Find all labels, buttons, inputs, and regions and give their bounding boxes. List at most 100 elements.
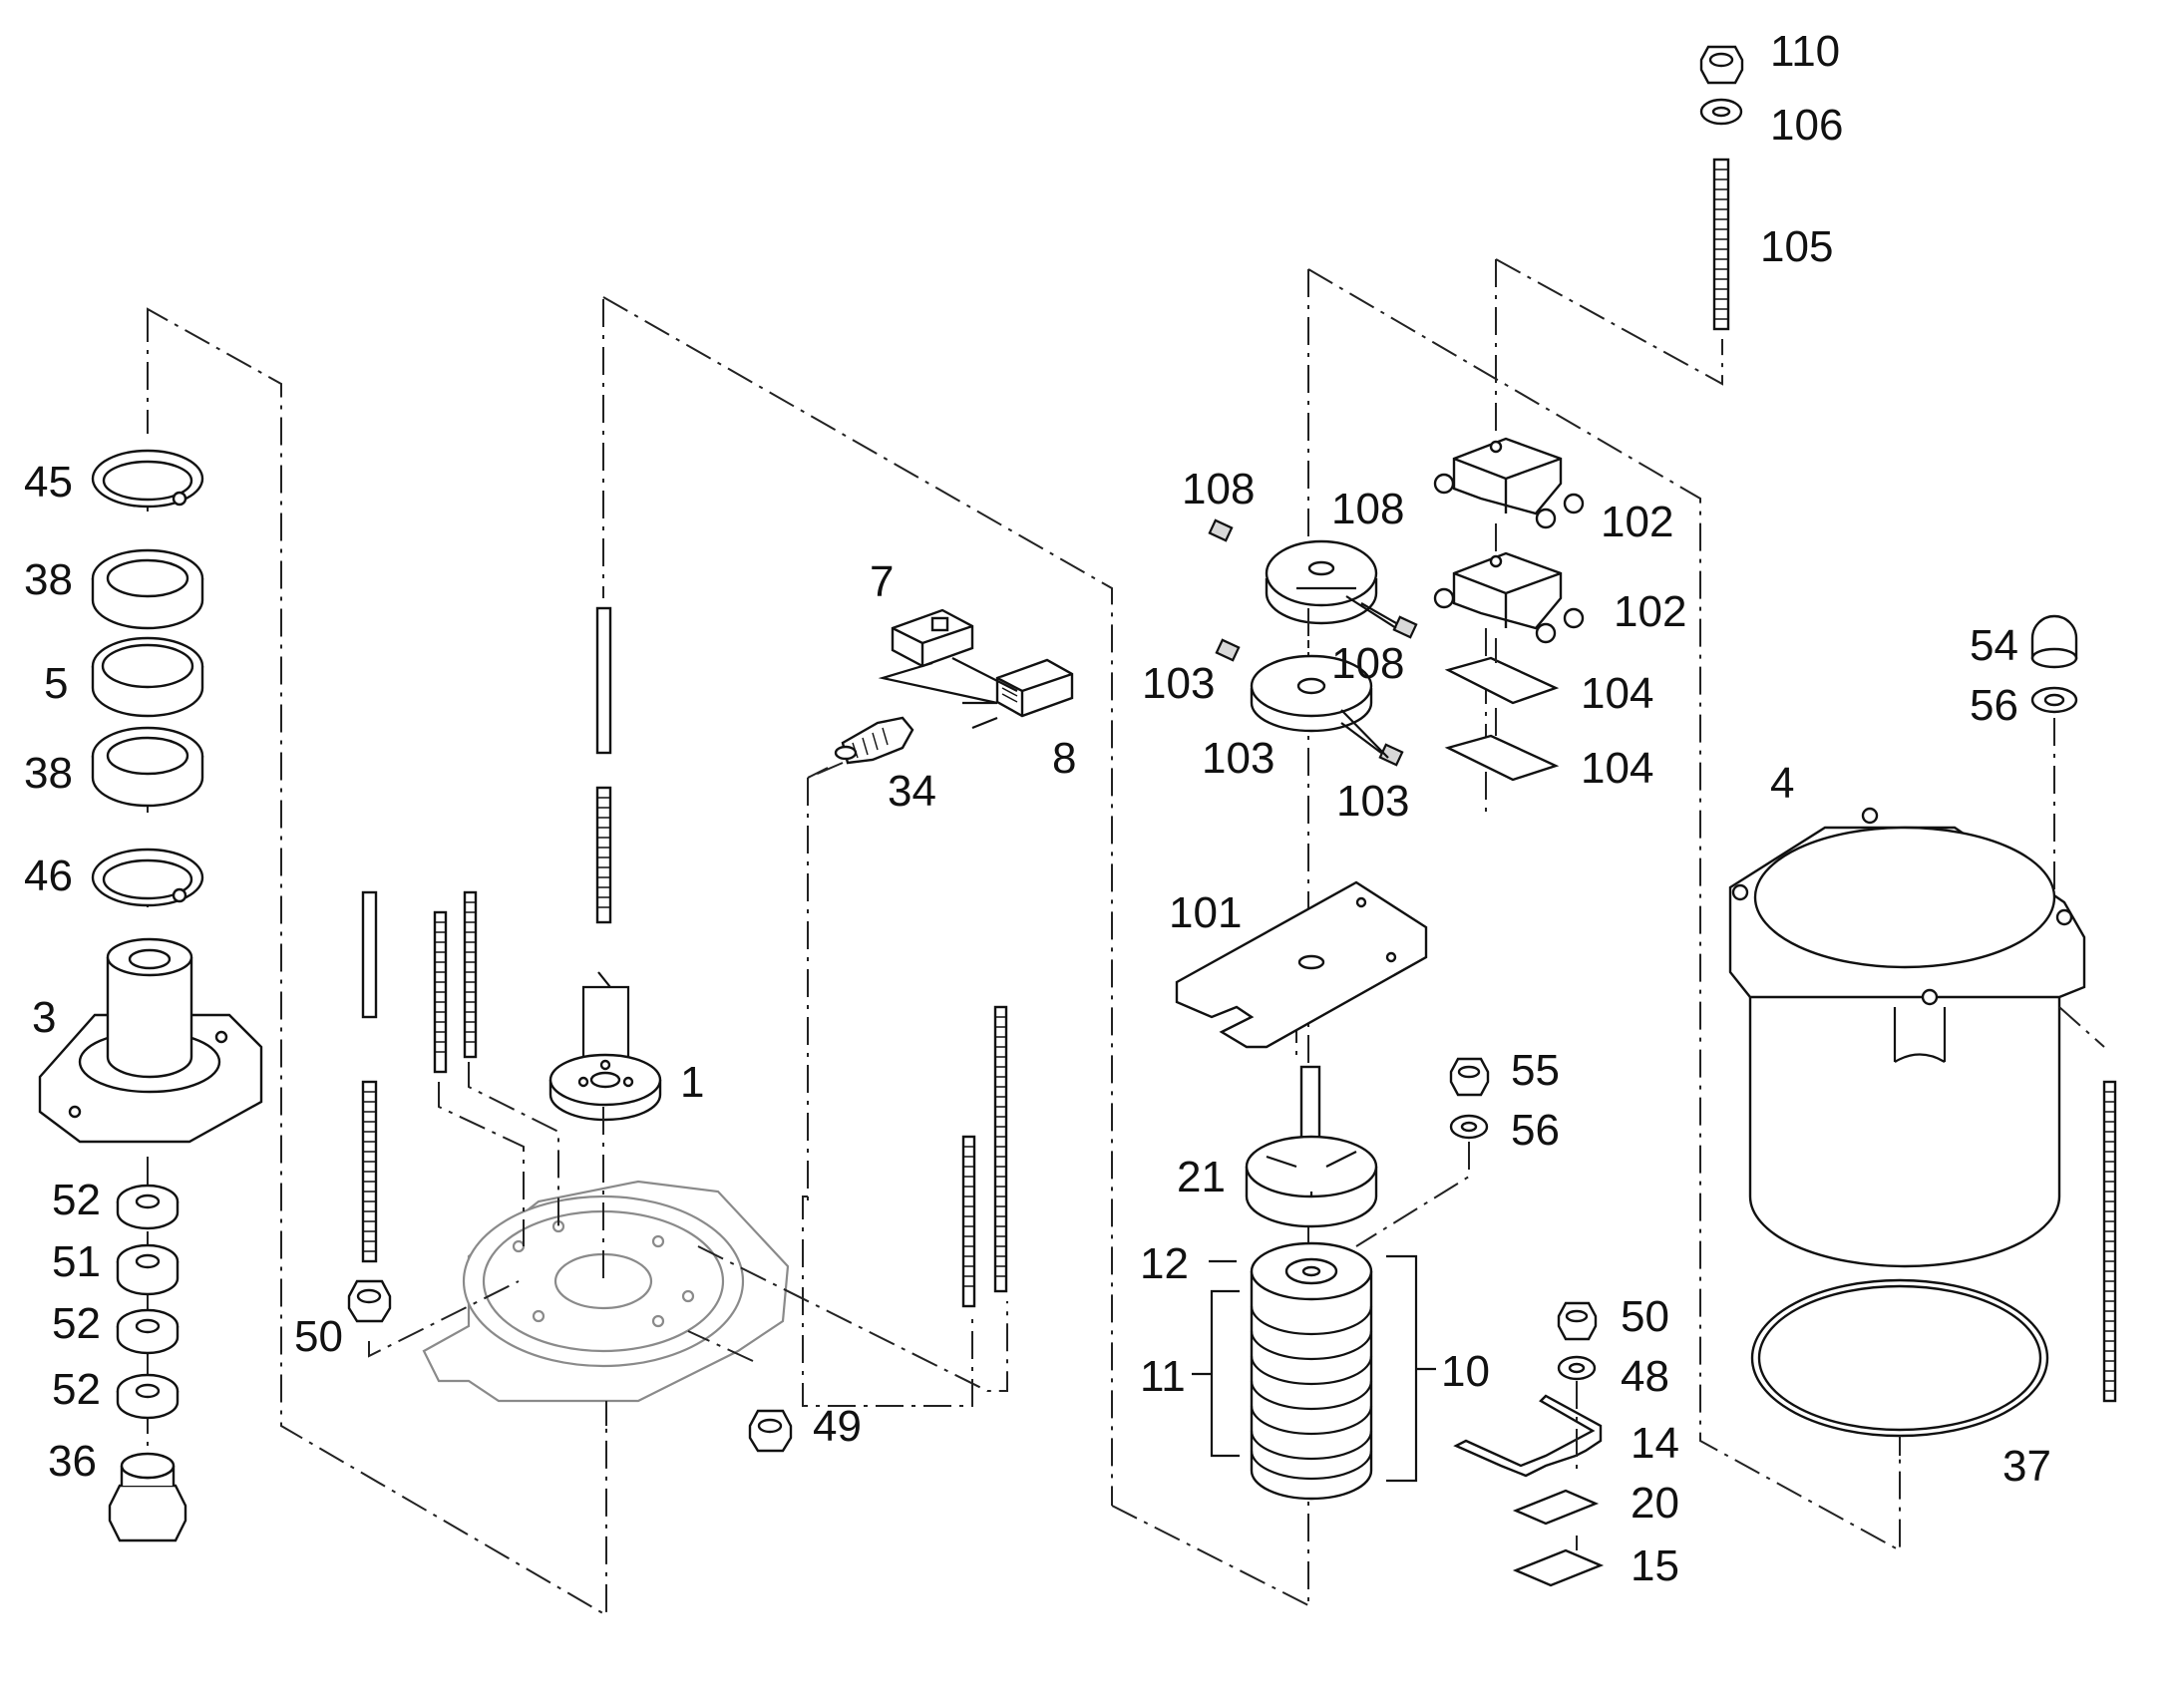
washer-52-b: [116, 1308, 180, 1355]
callout-labels: 45 38 5 38 46 3 52 51 52 52 36 50 1 49 7…: [24, 27, 2051, 1590]
disc-stack: [1250, 1241, 1373, 1501]
callout-3: 3: [32, 993, 56, 1042]
disc-108: [1265, 539, 1378, 625]
stack-brackets: [1192, 1254, 1436, 1483]
callout-1: 1: [680, 1058, 704, 1107]
assembly-frames: [147, 258, 1901, 1617]
washer-56-b: [2030, 686, 2078, 714]
washer-51: [116, 1243, 180, 1296]
pad-104-bottom: [1444, 734, 1560, 782]
callout-101: 101: [1169, 888, 1242, 937]
callout-108: 108: [1331, 639, 1404, 688]
callout-56: 56: [1511, 1106, 1560, 1155]
stud-105: [1712, 158, 1730, 331]
nut-50-left: [347, 1279, 392, 1323]
callout-52: 52: [52, 1365, 101, 1414]
callout-50: 50: [1621, 1292, 1669, 1341]
callout-11: 11: [1140, 1352, 1186, 1401]
center-rod-plain: [595, 606, 612, 755]
callout-15: 15: [1631, 1541, 1679, 1590]
callout-4: 4: [1770, 759, 1794, 808]
callout-8: 8: [1052, 734, 1076, 783]
acorn-nut-54: [2030, 614, 2078, 669]
callout-52: 52: [52, 1299, 101, 1348]
callout-104: 104: [1581, 744, 1653, 793]
callout-34: 34: [888, 767, 936, 816]
left-stack-parts: [38, 449, 263, 1542]
callout-56: 56: [1970, 681, 2018, 730]
callout-21: 21: [1177, 1153, 1226, 1201]
callout-48: 48: [1621, 1352, 1669, 1401]
spring-14: [1453, 1394, 1603, 1478]
nut-110: [1699, 45, 1744, 85]
rotor-21: [1245, 1065, 1378, 1228]
washer-106: [1699, 98, 1743, 126]
washer-52-c: [116, 1373, 180, 1420]
callout-102: 102: [1601, 498, 1673, 546]
callout-106: 106: [1770, 101, 1843, 150]
frame-left: [147, 307, 607, 1617]
callout-102: 102: [1614, 587, 1686, 636]
callout-52: 52: [52, 1176, 101, 1224]
stud-d: [993, 1005, 1008, 1293]
nut-50-right: [1557, 1301, 1598, 1341]
base-plate: [422, 1180, 790, 1403]
callout-51: 51: [52, 1237, 101, 1286]
callout-108: 108: [1182, 465, 1255, 513]
callout-46: 46: [24, 852, 73, 900]
callout-49: 49: [813, 1402, 862, 1451]
callout-50: 50: [294, 1312, 343, 1361]
callout-45: 45: [24, 458, 73, 507]
callout-55: 55: [1511, 1046, 1560, 1095]
frame-switch: [1495, 258, 1723, 439]
callout-10: 10: [1441, 1347, 1490, 1396]
callout-7: 7: [870, 557, 894, 606]
nut-55: [1449, 1057, 1490, 1097]
callout-54: 54: [1970, 621, 2018, 670]
callout-103: 103: [1336, 777, 1409, 826]
callout-103: 103: [1142, 659, 1215, 708]
connector-8: [995, 658, 1074, 718]
frame-mid-right: [602, 296, 1113, 1506]
washer-56-a: [1449, 1114, 1489, 1140]
gasket-37: [1750, 1278, 2049, 1438]
set-screws: [1208, 518, 1418, 767]
callout-36: 36: [48, 1437, 97, 1486]
stud-plain-upper: [361, 890, 378, 1019]
switch-102-top: [1433, 437, 1585, 529]
pad-104-top: [1444, 656, 1560, 705]
callout-103: 103: [1202, 734, 1274, 783]
callout-38: 38: [24, 555, 73, 604]
contact-20: [1512, 1489, 1600, 1526]
callout-108: 108: [1331, 485, 1404, 533]
studs: [361, 158, 2117, 1403]
washer-52-a: [116, 1184, 180, 1230]
callout-105: 105: [1760, 222, 1833, 271]
callout-38: 38: [24, 749, 73, 798]
washer-48: [1557, 1355, 1597, 1381]
plug-36: [108, 1452, 187, 1542]
fitting-34: [834, 716, 914, 765]
callout-12: 12: [1140, 1239, 1189, 1288]
callout-14: 14: [1631, 1419, 1679, 1468]
base-leaders: [368, 767, 1008, 1426]
disc-103: [1250, 654, 1373, 733]
connector-leaders: [878, 657, 1018, 730]
cover-4: [1728, 807, 2086, 1268]
connector-7: [891, 608, 974, 668]
nut-49: [748, 1409, 793, 1453]
callout-37: 37: [2002, 1442, 2051, 1491]
callout-104: 104: [1581, 669, 1653, 718]
frame-mid-bottom: [1111, 1505, 1309, 1606]
callout-110: 110: [1770, 27, 1840, 76]
contact-15: [1512, 1548, 1605, 1587]
stud-b: [463, 890, 478, 1059]
callout-20: 20: [1631, 1479, 1679, 1528]
callout-5: 5: [44, 659, 68, 708]
center-rod-threaded: [595, 786, 612, 924]
cap-1: [548, 971, 662, 1122]
stud-c: [961, 1135, 976, 1308]
switch-102-bottom: [1433, 551, 1585, 644]
